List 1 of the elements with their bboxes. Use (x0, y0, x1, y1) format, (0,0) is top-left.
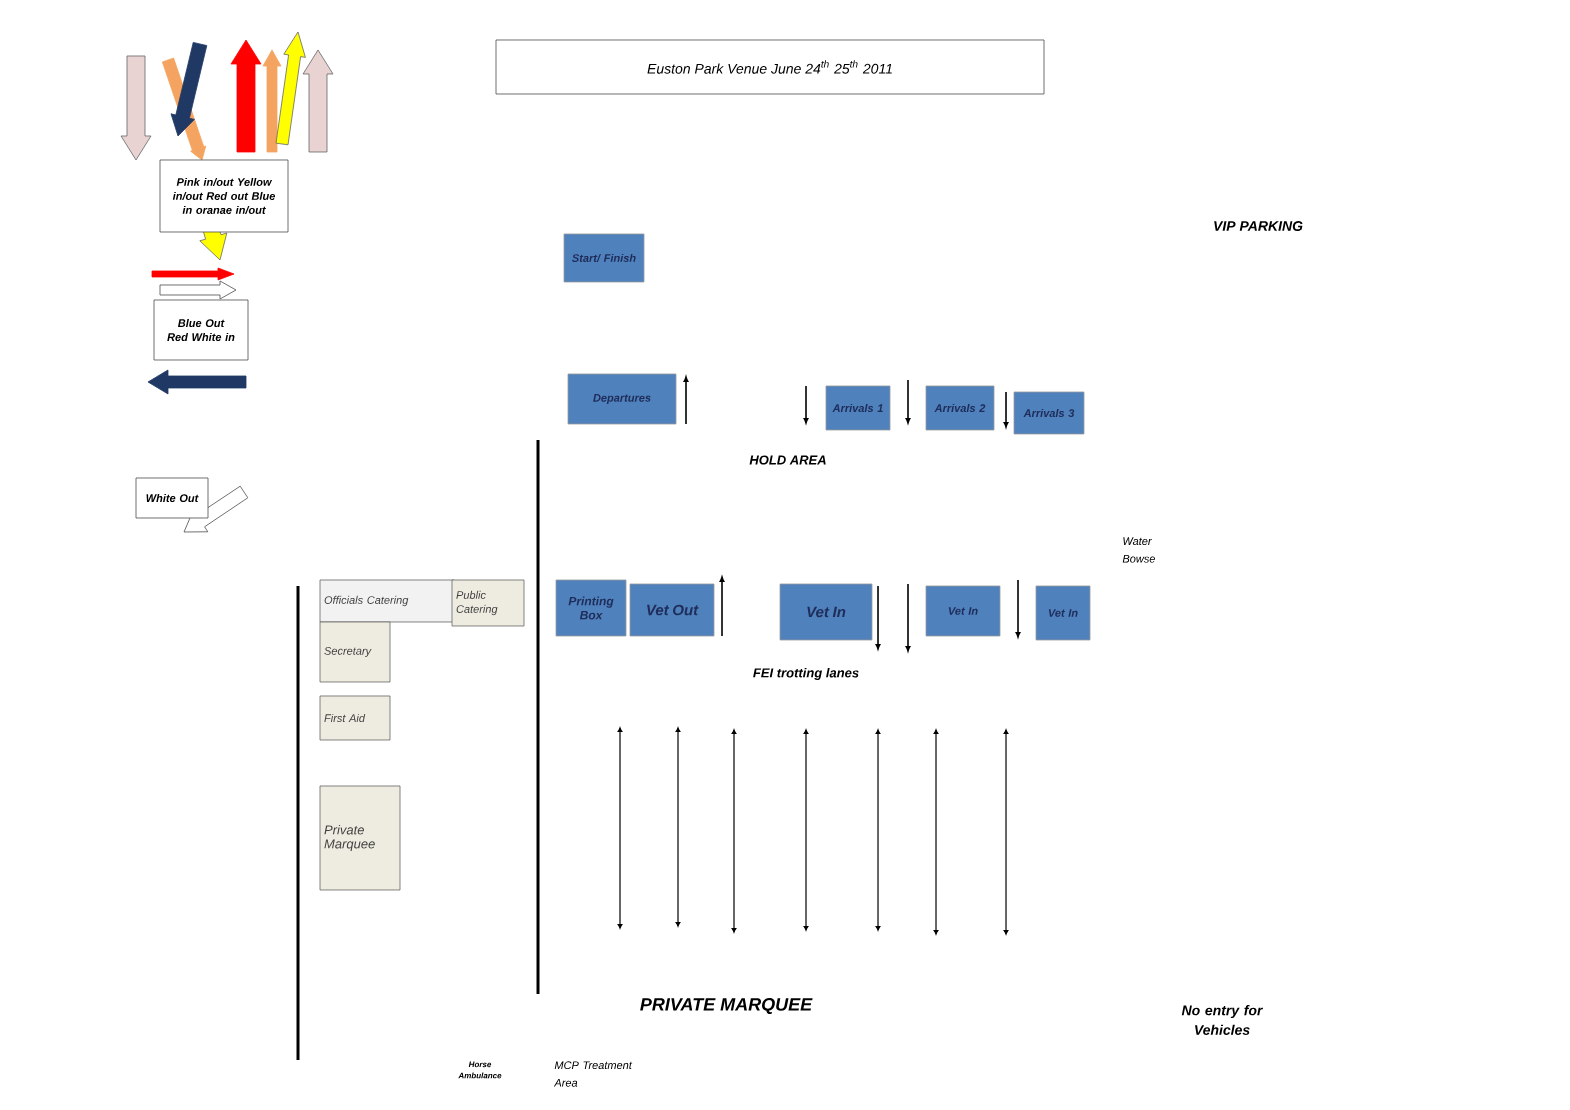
area-label: PRIVATE MARQUEE (640, 997, 813, 1015)
